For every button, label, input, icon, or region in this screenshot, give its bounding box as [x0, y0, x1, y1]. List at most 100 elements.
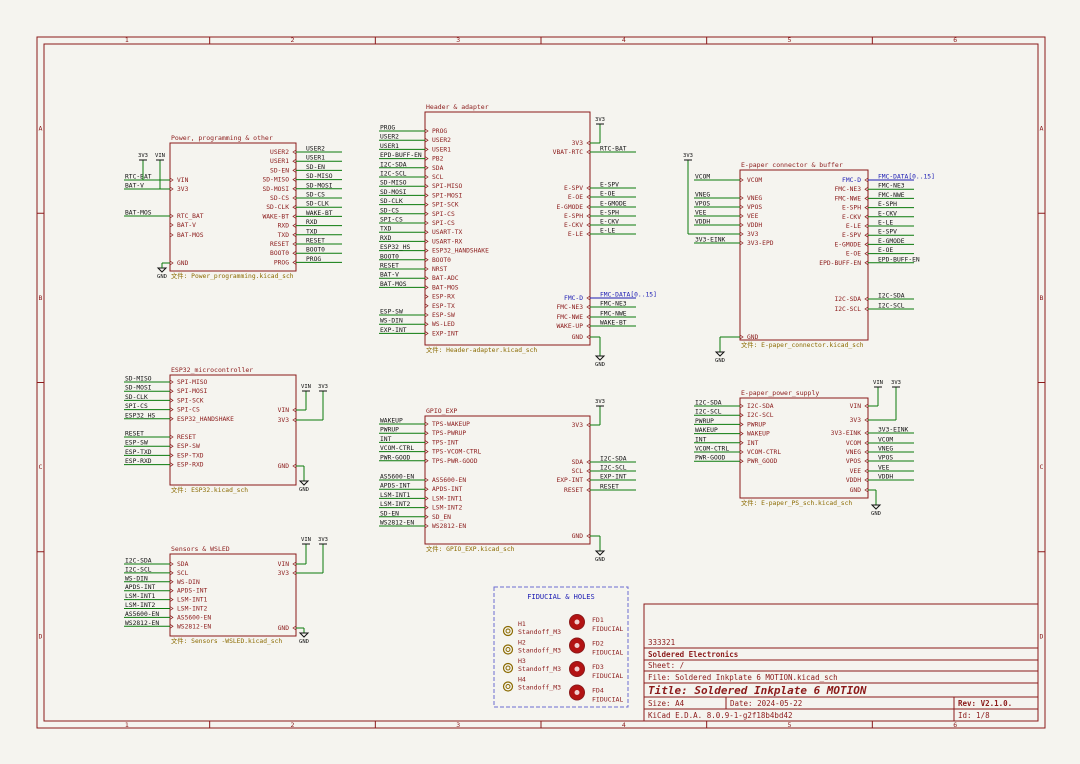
label-header-L0: PROG [380, 125, 395, 132]
label-sensors-L1: I2C-SCL [125, 566, 152, 573]
sheet-header-title: Header & adapter [426, 103, 489, 111]
pin-epps-L4: INT [747, 440, 759, 447]
hole-val-2: Standoff_M3 [518, 665, 561, 673]
pin-epps-L0: I2C-SDA [747, 403, 774, 410]
label-power-L0: RTC-BAT [125, 174, 152, 181]
pin-epaper-R4: E-CKV [842, 214, 861, 221]
zone-top-5: 5 [788, 36, 792, 44]
zone-right-D: D [1040, 632, 1044, 640]
title-block-frame [643, 603, 1039, 722]
pin-sensors-L4: LSM-INT1 [177, 597, 208, 604]
pin-epaper-R3: E-SPH [842, 205, 861, 212]
sheet-esp32-frame[interactable] [169, 374, 297, 486]
pin-epaper-L3: VEE [747, 213, 759, 220]
pin-sensors-R1: 3V3 [278, 570, 290, 577]
pin-header-L20: ESP-SW [432, 312, 455, 319]
fid-ref-0: FD1 [592, 616, 604, 624]
pin-header-L3: PB2 [432, 156, 444, 163]
gnd-header: GND [595, 362, 605, 368]
label-header-R9: FMC-NE3 [600, 301, 627, 308]
label-epaper-L4: VDDH [695, 219, 710, 226]
pin-sensors-R2: GND [278, 625, 290, 632]
pin-header-L14: BOOT0 [432, 257, 451, 264]
pin-epps-R5: VPOS [846, 458, 861, 465]
pin-power-R9: TXD [278, 232, 290, 239]
pin-epaper-R8: E-OE [846, 251, 861, 258]
fiducial-box-title: FIDUCIAL & HOLES [527, 593, 594, 601]
label-gpio-L9: SD-EN [380, 510, 399, 517]
label-header-L10: SPI-CS [380, 217, 403, 224]
pwr-esp32-vin: VIN [301, 384, 311, 390]
label-esp32-L8: ESP-RXD [125, 458, 152, 465]
gnd-esp32: GND [299, 487, 309, 493]
pin-header-L12: USART-RX [432, 238, 463, 245]
label-power-R1: USER1 [306, 155, 325, 162]
pin-gpio-L3: TPS-VCOM-CTRL [432, 449, 481, 456]
pin-epaper-R9: EPD-BUFF-EN [819, 260, 861, 267]
sheet-sensors-frame[interactable] [169, 553, 297, 637]
fiducial-holes-group: FIDUCIAL & HOLES H1Standoff_M3H2Standoff… [493, 586, 629, 708]
label-gpio-L8: LSM-INT2 [380, 501, 411, 508]
pwr-epps-vin: VIN [873, 380, 883, 386]
pin-epaper-R2: FMC-NWE [834, 195, 861, 202]
pin-header-R6: E-CKV [564, 222, 583, 229]
pin-esp32-R2: GND [278, 463, 290, 470]
pin-gpio-L10: WS2812-EN [432, 523, 466, 530]
fid-val-1: FIDUCIAL [592, 649, 623, 657]
label-esp32-L3: SPI-CS [125, 403, 148, 410]
label-sensors-L2: WS-DIN [125, 575, 148, 582]
zone-top-6: 6 [953, 36, 957, 44]
pin-header-R1: VBAT-RTC [553, 149, 584, 156]
label-gpio-L4: PWR-GOOD [380, 454, 411, 461]
tb-file: File: Soldered Inkplate 6 MOTION.kicad_s… [648, 673, 838, 682]
pin-esp32-R1: 3V3 [278, 417, 290, 424]
sheet-epps-frame[interactable] [739, 397, 869, 499]
fiducial-box [493, 586, 629, 708]
tb-date: Date: 2024-05-22 [730, 699, 802, 708]
label-esp32-L2: SD-CLK [125, 394, 148, 401]
zone-right-C: C [1040, 463, 1044, 471]
label-epps-L4: INT [695, 436, 707, 443]
label-sensors-L3: APDS-INT [125, 584, 156, 591]
pin-power-L5: GND [177, 260, 189, 267]
zone-top-3: 3 [456, 36, 460, 44]
label-power-R4: SD-MOSI [306, 182, 333, 189]
tb-id: Id: 1/8 [958, 711, 990, 720]
label-epaper-R2: FMC-NWE [878, 192, 905, 199]
hole-ref-3: H4 [518, 676, 526, 684]
label-epaper-L2: VPOS [695, 201, 710, 208]
pin-header-L0: PROG [432, 128, 447, 135]
pin-epaper-L5: 3V3 [747, 231, 759, 238]
pin-header-L6: SPI-MISO [432, 183, 463, 190]
label-header-R3: E-OE [600, 191, 615, 198]
pin-epaper-R1: FMC-NE3 [834, 186, 861, 193]
pin-epps-R6: VEE [850, 468, 862, 475]
pin-epaper-L0: VCOM [747, 177, 762, 184]
label-gpio-R3: EXP-INT [600, 474, 627, 481]
label-header-L22: EXP-INT [380, 327, 407, 334]
pin-header-L7: SPI-MOSI [432, 192, 463, 199]
label-power-L2: BAT-MOS [125, 210, 152, 217]
sheet-epaper-frame[interactable] [739, 169, 869, 341]
label-header-R1: RTC-BAT [600, 146, 627, 153]
label-epaper-R6: E-SPV [878, 229, 897, 236]
label-gpio-L3: VCOM-CTRL [380, 445, 414, 452]
label-header-L15: RESET [380, 263, 399, 270]
tb-kicad: KiCad E.D.A. 8.0.9-1-g2f18b4bd42 [648, 711, 793, 720]
label-header-L8: SD-CLK [380, 198, 403, 205]
fid-ref-3: FD4 [592, 687, 604, 695]
fid-ref-2: FD3 [592, 663, 604, 671]
pin-gpio-L6: APDS-INT [432, 486, 463, 493]
label-sensors-L5: LSM-INT2 [125, 602, 156, 609]
sheet-header-frame[interactable] [424, 111, 591, 346]
sheet-epaper-file: 文件: E-paper_connector.kicad_sch [741, 340, 864, 349]
label-header-L4: I2C-SDA [380, 161, 407, 168]
